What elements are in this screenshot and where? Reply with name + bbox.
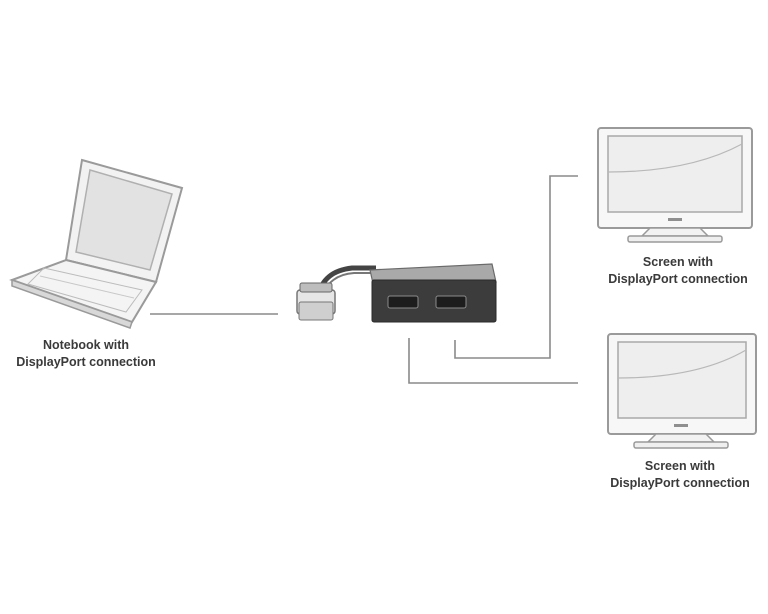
notebook-label-line2: DisplayPort connection bbox=[16, 355, 156, 369]
laptop-icon bbox=[9, 158, 184, 329]
cable-screen-2 bbox=[408, 338, 578, 384]
screen-2-label: Screen with DisplayPort connection bbox=[592, 458, 768, 492]
screen-2-label-line1: Screen with bbox=[644, 459, 716, 473]
screen-1-label-line1: Screen with bbox=[642, 255, 714, 269]
notebook-label: Notebook with DisplayPort connection bbox=[0, 337, 172, 371]
monitor-icon bbox=[597, 127, 753, 243]
displayport-splitter-icon bbox=[296, 263, 497, 323]
monitor-icon bbox=[607, 333, 757, 449]
screen-1-label-line2: DisplayPort connection bbox=[608, 272, 748, 286]
screen-2-label-line2: DisplayPort connection bbox=[610, 476, 750, 490]
notebook-label-line1: Notebook with bbox=[42, 338, 130, 352]
cable-screen-1 bbox=[454, 175, 578, 359]
screen-1-label: Screen with DisplayPort connection bbox=[588, 254, 768, 288]
